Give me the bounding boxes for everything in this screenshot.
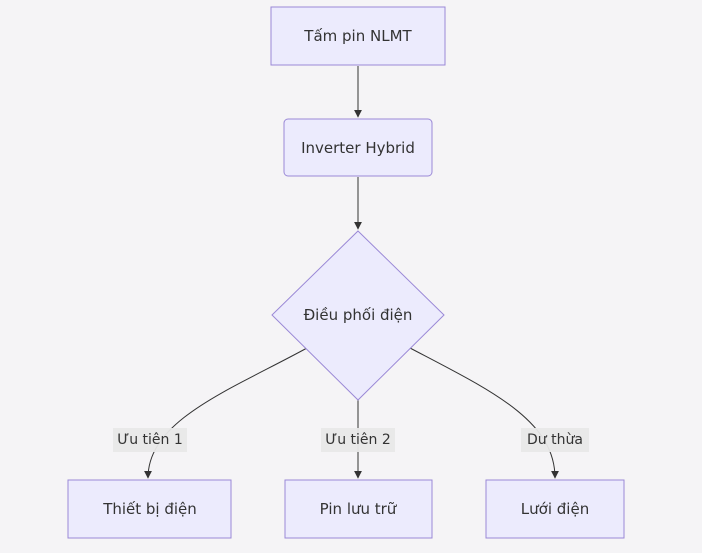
node-battery: Pin lưu trữ bbox=[284, 479, 433, 539]
edge-dispatch-to-devices bbox=[144, 347, 308, 479]
edge-label-priority-2: Ưu tiên 2 bbox=[321, 428, 395, 452]
node-inverter: Inverter Hybrid bbox=[283, 118, 433, 177]
node-grid-label: Lưới điện bbox=[521, 500, 589, 518]
edge-label-surplus: Dư thừa bbox=[521, 428, 589, 452]
node-devices: Thiết bị điện bbox=[67, 479, 232, 539]
node-battery-label: Pin lưu trữ bbox=[320, 500, 398, 518]
edge-label-priority-2-text: Ưu tiên 2 bbox=[325, 432, 391, 448]
node-dispatch: Điều phối điện bbox=[271, 230, 445, 401]
edge-label-surplus-text: Dư thừa bbox=[527, 432, 583, 448]
node-inverter-label: Inverter Hybrid bbox=[301, 139, 415, 157]
node-dispatch-label: Điều phối điện bbox=[304, 306, 413, 324]
edge-label-priority-1-text: Ưu tiên 1 bbox=[117, 432, 183, 448]
node-grid: Lưới điện bbox=[485, 479, 625, 539]
edge-label-priority-1: Ưu tiên 1 bbox=[113, 428, 187, 452]
edge-dispatch-to-grid bbox=[409, 347, 559, 479]
node-devices-label: Thiết bị điện bbox=[102, 500, 197, 518]
node-solar-panel: Tấm pin NLMT bbox=[270, 6, 446, 66]
edges bbox=[144, 66, 559, 479]
node-solar-panel-label: Tấm pin NLMT bbox=[303, 27, 412, 45]
